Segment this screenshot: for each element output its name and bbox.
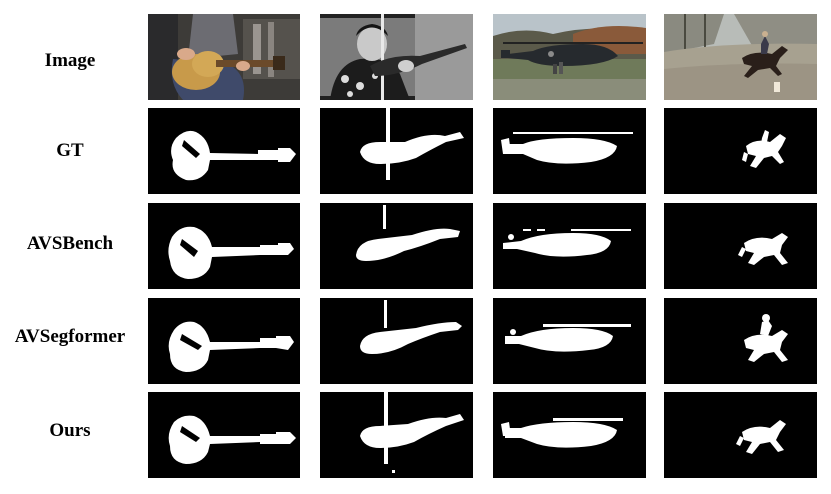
mask-avsbench-horse [664,203,817,289]
mask-ours-helicopter [493,392,646,478]
mask-ours-horse [664,392,817,478]
row-label-ours: Ours [49,420,91,441]
row-label-avsbench: AVSBench [26,233,114,254]
guitar-photo [148,14,300,100]
mask-ours-violin [320,392,473,478]
row-label-image: Image [44,50,96,71]
violin-photo [320,14,473,100]
mask-avsegformer-horse [664,298,817,384]
mask-avsbench-helicopter [493,203,646,289]
mask-gt-violin [320,108,473,194]
row-label-avsegformer: AVSegformer [14,326,126,347]
mask-gt-helicopter [493,108,646,194]
helicopter-photo [493,14,646,100]
mask-gt-horse [664,108,817,194]
mask-gt-guitar [148,108,300,194]
mask-avsegformer-guitar [148,298,300,384]
mask-avsbench-violin [320,203,473,289]
mask-avsegformer-violin [320,298,473,384]
mask-avsegformer-helicopter [493,298,646,384]
mask-ours-guitar [148,392,300,478]
row-label-gt: GT [56,140,84,161]
horse-photo [664,14,817,100]
mask-avsbench-guitar [148,203,300,289]
